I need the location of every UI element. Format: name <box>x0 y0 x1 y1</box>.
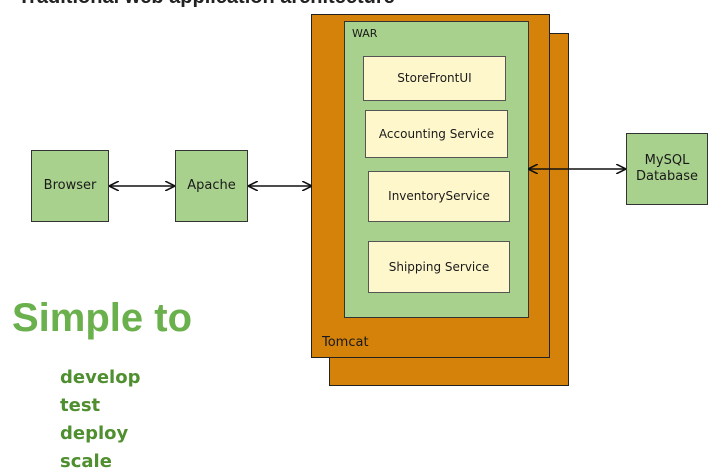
service-storefrontui: StoreFrontUI <box>363 56 506 101</box>
mysql-node: MySQL Database <box>626 133 708 205</box>
quality-deploy: deploy <box>60 423 129 444</box>
quality-test: test <box>60 395 101 416</box>
tomcat-label: Tomcat <box>322 335 369 350</box>
war-label: WAR <box>352 27 378 40</box>
cut-off-title: Traditional web application architecture <box>18 0 395 9</box>
service-shipping: Shipping Service <box>368 241 510 293</box>
quality-develop: develop <box>60 367 141 388</box>
apache-node: Apache <box>175 150 248 222</box>
service-inventory: InventoryService <box>368 171 510 222</box>
service-accounting: Accounting Service <box>365 110 508 158</box>
quality-scale: scale <box>60 451 112 472</box>
qualities-list: develop test deploy scale <box>60 364 220 476</box>
browser-node: Browser <box>31 150 109 222</box>
simple-to-headline: Simple to <box>12 296 193 340</box>
